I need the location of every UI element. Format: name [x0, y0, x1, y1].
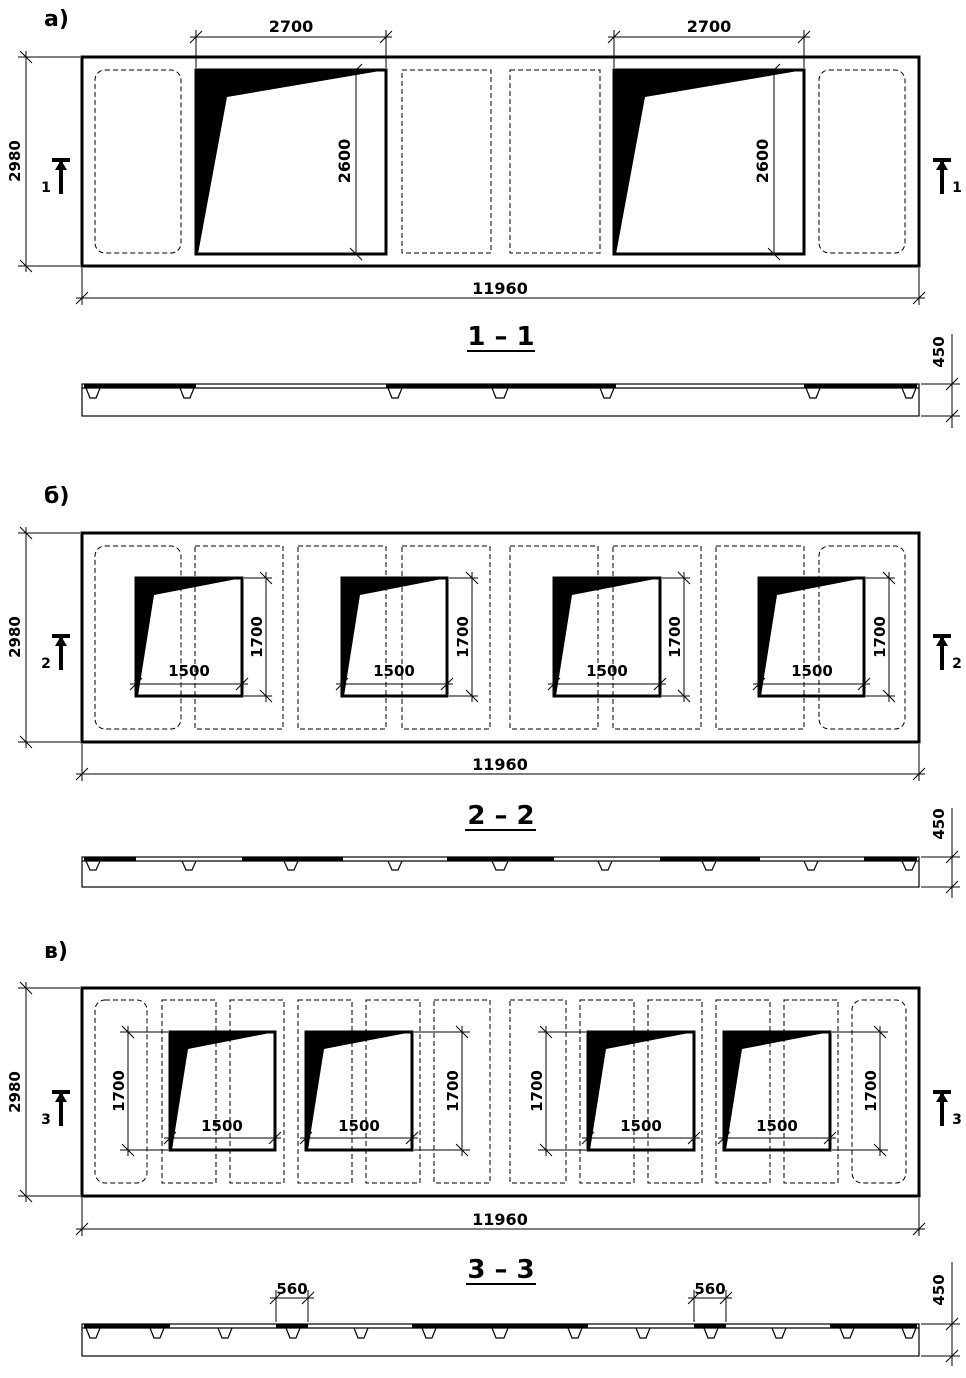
panel-a-dashed-cells — [94, 69, 906, 254]
panel-a-cut-mark-right — [933, 158, 951, 194]
panel-b-opening-4 — [757, 576, 866, 698]
panel-c-rib-width-1: 560 — [276, 1280, 307, 1298]
panel-b-dim-height-overall — [18, 526, 80, 749]
panel-b-section-depth: 450 — [930, 808, 948, 839]
panel-a-section-view — [81, 383, 920, 417]
panel-b-height-label: 2980 — [6, 616, 24, 658]
panel-c-rib-width-2: 560 — [694, 1280, 725, 1298]
panel-c-opening-height-1: 1700 — [110, 1070, 128, 1112]
panel-b-cut-label-left: 2 — [41, 656, 51, 672]
panel-c-overall-length: 11960 — [472, 1210, 528, 1229]
panel-b-dim-heights — [244, 571, 896, 703]
panel-c-cut-label-left: 3 — [41, 1112, 51, 1128]
panel-c-opening-height-3: 1700 — [528, 1070, 546, 1112]
panel-a-dim-length — [75, 268, 926, 305]
panel-c-dim-heights — [120, 1025, 888, 1157]
panel-c-dim-rib-2 — [687, 1290, 733, 1322]
panel-c-opening-height-2: 1700 — [444, 1070, 462, 1112]
panel-a-opening-height-1: 2600 — [335, 139, 354, 184]
panel-a-cut-mark-left — [52, 158, 70, 194]
panel-b-letter: б) — [44, 484, 69, 509]
panel-a-dim-height-1 — [349, 63, 363, 261]
panel-b-opening-height-1: 1700 — [248, 616, 266, 658]
panel-a: а) 2700 — [6, 7, 962, 428]
panel-b-cut-label-right: 2 — [952, 656, 962, 672]
panel-c-dashed-cells — [94, 999, 907, 1184]
panel-c-opening-3 — [586, 1030, 696, 1152]
panel-b-opening-2 — [340, 576, 449, 698]
panel-c-dim-rib-1 — [269, 1290, 315, 1322]
panel-b-overall-length: 11960 — [472, 755, 528, 774]
panel-c-cut-mark-left — [52, 1090, 70, 1126]
panel-a-opening-width-2: 2700 — [687, 17, 732, 36]
panel-c-section-depth: 450 — [930, 1274, 948, 1305]
panel-b-dim-length — [75, 744, 926, 781]
panel-a-dim-width-2 — [607, 30, 811, 68]
panel-b-opening-width-1: 1500 — [168, 662, 210, 680]
panel-b-section-label: 2 – 2 — [467, 801, 534, 831]
panel-a-height-label: 2980 — [6, 140, 24, 182]
panel-c-cut-mark-right — [933, 1090, 951, 1126]
panel-a-cut-label-left: 1 — [41, 180, 51, 196]
panel-a-outline — [80, 55, 921, 268]
panel-c-dim-height-overall — [18, 981, 80, 1203]
panel-c-section-label: 3 – 3 — [467, 1255, 534, 1285]
panel-a-dim-height-overall — [18, 50, 80, 273]
panel-c-opening-2 — [304, 1030, 414, 1152]
panel-a-overall-length: 11960 — [472, 279, 528, 298]
panel-b-opening-3 — [552, 576, 662, 698]
panel-a-letter: а) — [44, 7, 69, 32]
panel-c-dim-depth — [921, 1262, 960, 1366]
panel-a-opening-height-2: 2600 — [753, 139, 772, 184]
panel-a-opening-1 — [194, 68, 388, 256]
panel-a-dim-width-1 — [189, 30, 393, 68]
panel-a-dim-depth — [921, 334, 960, 428]
panel-c-letter: в) — [44, 939, 68, 964]
panel-c-opening-1 — [168, 1030, 277, 1152]
panel-a-section-label: 1 – 1 — [467, 322, 534, 352]
panel-c-outline — [80, 986, 921, 1198]
panel-b-cut-mark-left — [52, 634, 70, 670]
panel-c: в) — [6, 939, 962, 1366]
panel-c-cut-label-right: 3 — [952, 1112, 962, 1128]
panel-b-opening-width-2: 1500 — [373, 662, 415, 680]
panel-b-opening-height-3: 1700 — [666, 616, 684, 658]
panel-b-dim-widths — [129, 677, 871, 691]
panel-c-opening-height-4: 1700 — [862, 1070, 880, 1112]
panel-b-section-view — [81, 856, 920, 888]
panel-b-dashed-cells — [94, 545, 906, 730]
panel-b-outline — [80, 531, 921, 744]
panel-b-opening-width-4: 1500 — [791, 662, 833, 680]
panel-a-section-depth: 450 — [930, 336, 948, 367]
panel-c-dim-length — [75, 1198, 926, 1236]
panel-c-opening-width-4: 1500 — [756, 1117, 798, 1135]
panel-c-height-label: 2980 — [6, 1071, 24, 1113]
panel-a-dim-height-2 — [767, 63, 781, 261]
panel-c-opening-width-1: 1500 — [201, 1117, 243, 1135]
panel-b-opening-height-4: 1700 — [871, 616, 889, 658]
panel-a-opening-width-1: 2700 — [269, 17, 314, 36]
panel-c-opening-width-3: 1500 — [620, 1117, 662, 1135]
panel-b-opening-1 — [134, 576, 244, 698]
panel-b-dim-depth — [921, 808, 960, 898]
panel-b-opening-height-2: 1700 — [454, 616, 472, 658]
panel-a-cut-label-right: 1 — [952, 180, 962, 196]
panel-b-opening-width-3: 1500 — [586, 662, 628, 680]
panel-b: б) — [6, 484, 962, 898]
panel-c-section-view — [81, 1323, 920, 1357]
panel-a-opening-2 — [612, 68, 806, 256]
panel-c-dim-widths — [163, 1131, 837, 1145]
panel-c-opening-4 — [722, 1030, 832, 1152]
panel-c-opening-width-2: 1500 — [338, 1117, 380, 1135]
panel-b-cut-mark-right — [933, 634, 951, 670]
